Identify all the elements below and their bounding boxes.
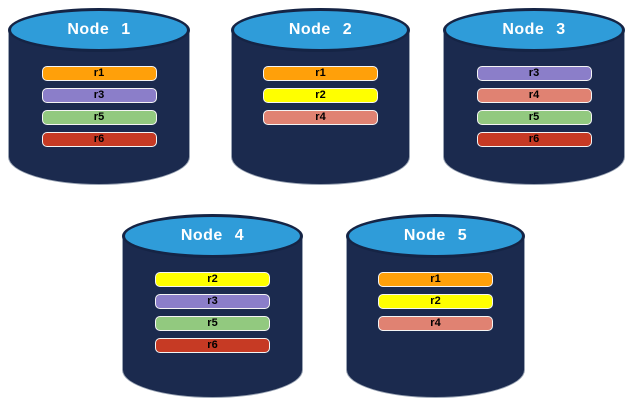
replica-bar-label: r3 <box>93 89 105 101</box>
replica-bar-label: r5 <box>93 111 105 123</box>
node-3: Node 3 r3 r4 r5 r6 <box>443 8 625 185</box>
replica-bar-r1: r1 <box>263 66 378 81</box>
replica-bar-r4: r4 <box>476 88 592 103</box>
node-1-label: Node 1 <box>67 21 131 38</box>
replica-bar-label: r1 <box>430 273 441 285</box>
replica-bar-r4: r4 <box>263 110 378 125</box>
replica-bar-label: r6 <box>93 133 105 145</box>
node-5-cylinder-top: Node 5 <box>346 214 525 258</box>
replica-bar-r2: r2 <box>378 294 493 309</box>
replica-bar-r3: r3 <box>155 294 270 309</box>
replica-bar-label: r1 <box>93 67 105 79</box>
replica-bar-r6: r6 <box>155 338 270 353</box>
replica-bar-label: r5 <box>528 111 540 123</box>
replica-bar-label: r2 <box>430 295 441 307</box>
node-4-cylinder-top: Node 4 <box>122 214 303 258</box>
replica-bar-r3: r3 <box>476 66 592 81</box>
replica-bar-r5: r5 <box>155 316 270 331</box>
replica-bar-label: r3 <box>207 295 218 307</box>
node-5-label: Node 5 <box>403 227 468 244</box>
node-4-replica-list: r2 r3 r5 r6 <box>122 272 303 353</box>
replica-bar-r1: r1 <box>378 272 493 287</box>
replica-bar-r6: r6 <box>476 132 592 147</box>
replica-bar-label: r4 <box>430 317 441 329</box>
replica-bar-r2: r2 <box>263 88 378 103</box>
replica-bar-label: r4 <box>315 111 326 123</box>
replica-bar-label: r6 <box>207 339 218 351</box>
node-3-label: Node 3 <box>502 21 566 38</box>
node-2-replica-list: r1 r2 r4 <box>231 66 410 125</box>
replica-bar-label: r4 <box>528 89 540 101</box>
node-1-replica-list: r1 r3 r5 r6 <box>8 66 190 147</box>
node-3-cylinder-body <box>443 30 625 185</box>
replica-bar-label: r5 <box>207 317 218 329</box>
node-3-replica-list: r3 r4 r5 r6 <box>443 66 625 147</box>
replica-bar-r5: r5 <box>476 110 592 125</box>
node-2-cylinder-body <box>231 30 410 185</box>
node-5-replica-list: r1 r2 r4 <box>346 272 525 331</box>
node-4-label: Node 4 <box>180 227 245 244</box>
replica-bar-r1: r1 <box>41 66 157 81</box>
node-2-cylinder-top: Node 2 <box>231 8 410 52</box>
replica-bar-label: r2 <box>315 89 326 101</box>
replica-bar-r3: r3 <box>41 88 157 103</box>
node-2-label: Node 2 <box>288 21 353 38</box>
node-4: Node 4 r2 r3 r5 r6 <box>122 214 303 398</box>
node-2: Node 2 r1 r2 r4 <box>231 8 410 185</box>
replica-bar-r5: r5 <box>41 110 157 125</box>
replica-bar-r6: r6 <box>41 132 157 147</box>
node-5: Node 5 r1 r2 r4 <box>346 214 525 398</box>
replica-bar-label: r3 <box>528 67 540 79</box>
replica-bar-r4: r4 <box>378 316 493 331</box>
node-3-cylinder-top: Node 3 <box>443 8 625 52</box>
node-1-cylinder-top: Node 1 <box>8 8 190 52</box>
replica-bar-r2: r2 <box>155 272 270 287</box>
replica-bar-label: r1 <box>315 67 326 79</box>
node-1: Node 1 r1 r3 r5 r6 <box>8 8 190 185</box>
node-1-cylinder-body <box>8 30 190 185</box>
replica-bar-label: r2 <box>207 273 218 285</box>
replica-bar-label: r6 <box>528 133 540 145</box>
